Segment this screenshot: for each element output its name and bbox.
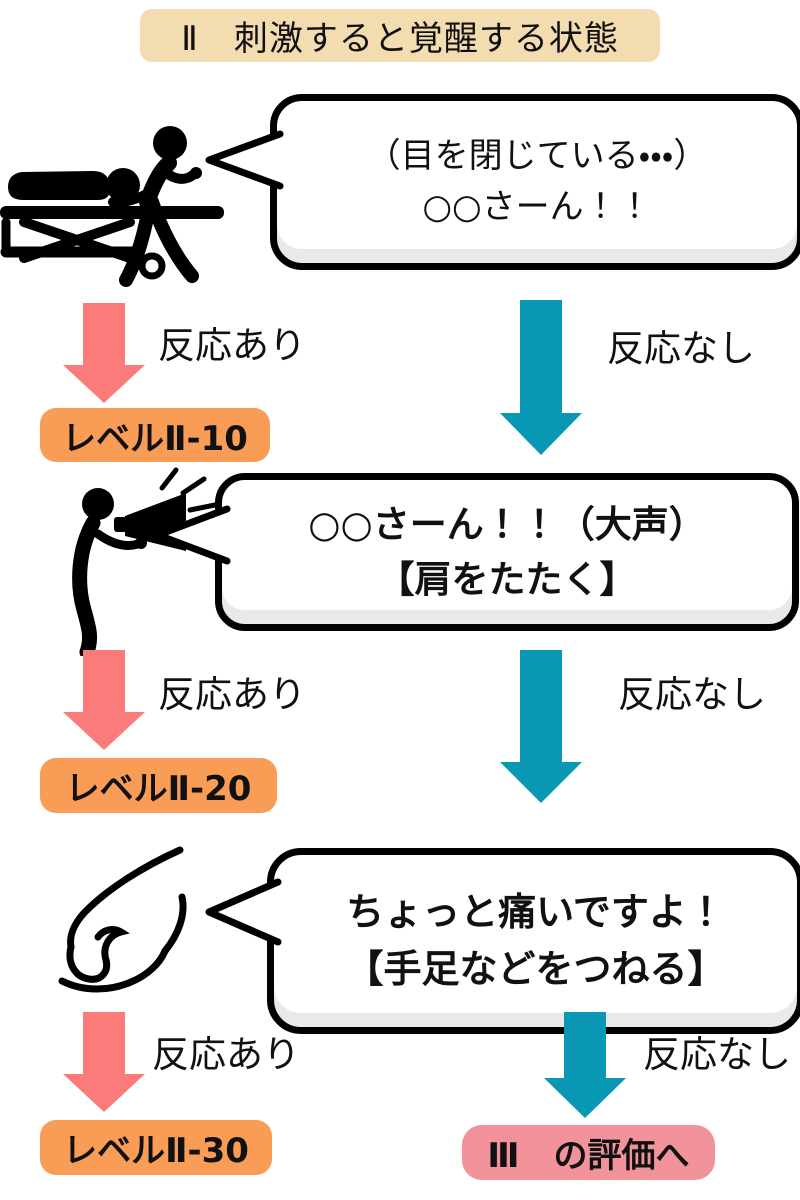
bubble-line: ○○さーん！！	[422, 187, 652, 227]
page-title: Ⅱ 刺激すると覚醒する状態	[140, 9, 660, 62]
level-badge-II-20: レベルⅡ-20	[40, 758, 277, 813]
speech-bubble-pinch: ちょっと痛いですよ！ 【手足などをつねる】	[205, 848, 800, 1034]
bubble-line: ○○さーん！！（大声）	[308, 502, 706, 546]
response-yes-label: 反応あり	[158, 324, 306, 367]
speech-bubble-tail	[154, 505, 231, 565]
bubble-line: 【肩をたたく】	[377, 558, 637, 601]
response-no-label: 反応なし	[643, 1033, 791, 1076]
bubble-line: 【手足などをつねる】	[345, 947, 726, 991]
speech-bubble-tail	[205, 130, 284, 190]
response-no-arrow	[500, 650, 582, 803]
response-yes-label: 反応あり	[152, 1033, 300, 1076]
stretcher-patient-icon	[0, 126, 224, 287]
level-badge-II-10: レベルⅡ-10	[40, 408, 270, 462]
response-no-arrow	[544, 1012, 626, 1118]
response-yes-label: 反応あり	[158, 673, 306, 716]
megaphone-person-icon	[72, 467, 218, 656]
next-evaluation-badge: Ⅲ の評価へ	[462, 1125, 715, 1180]
response-no-label: 反応なし	[618, 673, 766, 716]
speech-bubble-loud-call: ○○さーん！！（大声） 【肩をたたく】	[154, 473, 799, 631]
response-yes-arrow	[63, 650, 145, 750]
pinching-hand-icon	[58, 846, 187, 993]
response-no-label: 反応なし	[607, 327, 755, 370]
response-yes-arrow	[63, 303, 145, 403]
speech-bubble-tail	[205, 878, 282, 946]
response-no-arrow	[500, 300, 582, 455]
bubble-line: ちょっと痛いですよ！	[346, 890, 725, 934]
level-badge-II-30: レベルⅡ-30	[40, 1120, 272, 1175]
response-yes-arrow	[63, 1012, 145, 1112]
bubble-line: （目を閉じている・・・）	[366, 136, 708, 176]
speech-bubble-call: （目を閉じている・・・） ○○さーん！！	[205, 94, 800, 270]
